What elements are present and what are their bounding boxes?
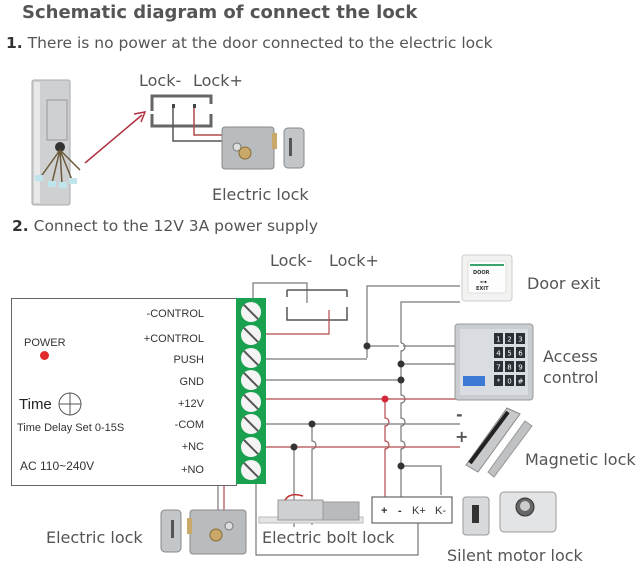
keypad-key-label: 7: [496, 364, 500, 372]
keypad-key: [494, 347, 503, 358]
screw-terminal-icon[interactable]: [241, 460, 261, 480]
keypad-key-label: 9: [518, 364, 522, 372]
step-2-text: Connect to the 12V 3A power supply: [33, 217, 319, 235]
key-icon: ⊶: [480, 278, 487, 286]
keypad-key-label: 6: [518, 350, 523, 358]
keypad-key: [516, 333, 525, 344]
keypad-key-label: 8: [507, 364, 511, 372]
magnetic-lock-label: Magnetic lock: [525, 450, 636, 469]
keypad-key: [516, 361, 525, 372]
motor-terminal-plus: +: [381, 505, 388, 517]
keypad-key: [505, 333, 514, 344]
terminal-label-12v: +12V: [178, 398, 204, 410]
page-title: Schematic diagram of connect the lock: [22, 2, 418, 23]
arrow-icon: [84, 111, 147, 164]
step-2-heading: 2. Connect to the 12V 3A power supply: [12, 217, 318, 235]
keypad-key-label: #: [518, 378, 524, 386]
time-delay-label: Time Delay Set 0-15S: [17, 422, 125, 434]
terminal-label-nc: +NC: [181, 441, 204, 453]
screw-terminal-icon[interactable]: [241, 414, 261, 434]
keypad-key: [494, 361, 503, 372]
silent-motor-lock-image: [462, 491, 557, 536]
keypad-key: [505, 347, 514, 358]
keypad-key: [494, 375, 503, 386]
lock-plus-label-1: Lock+: [193, 71, 243, 90]
controller-box: [11, 298, 237, 486]
terminal-label-control-plus: +CONTROL: [143, 333, 204, 345]
motor-terminal-minus: -: [398, 505, 402, 517]
step-2-number: 2.: [12, 217, 29, 235]
time-dial-icon[interactable]: [57, 391, 83, 417]
silent-motor-lock-label: Silent motor lock: [447, 546, 583, 565]
door-exit-button-text-2: EXIT: [476, 286, 489, 292]
lock-minus-label-1: Lock-: [139, 71, 182, 90]
motor-terminal-k-plus: K+: [412, 505, 426, 517]
junction-dots: [290, 342, 405, 470]
step-1-text: There is no power at the door connected …: [27, 34, 493, 52]
terminal-label-push: PUSH: [173, 354, 204, 366]
time-label: Time: [19, 396, 52, 413]
door-exit-label: Door exit: [527, 274, 601, 293]
keypad-key-label: 1: [496, 336, 500, 344]
keypad-key-label: 3: [518, 336, 522, 344]
lock-connector-1: [150, 94, 222, 142]
door-exit-button-image: [461, 254, 513, 302]
terminal-label-control-minus: -CONTROL: [146, 308, 204, 320]
keypad-key: [516, 375, 525, 386]
motor-terminal-k-minus: K-: [435, 505, 446, 517]
screw-terminal-icon[interactable]: [241, 392, 261, 412]
screw-terminal-icon[interactable]: [241, 325, 261, 345]
terminal-label-com: -COM: [174, 419, 204, 431]
step-1-number: 1.: [6, 34, 23, 52]
electric-bolt-lock-label: Electric bolt lock: [262, 528, 395, 547]
terminal-block: [236, 298, 266, 484]
keypad-key-label: 0: [507, 378, 511, 386]
step-1-heading: 1. There is no power at the door connect…: [6, 34, 493, 52]
door-panel-device: [31, 79, 81, 206]
magnetic-lock-image: [465, 407, 533, 478]
keypad-key: [505, 375, 514, 386]
terminal-label-no: +NO: [181, 464, 204, 476]
keypad-key-label: *: [497, 378, 501, 386]
lock-plus-label-2: Lock+: [329, 251, 379, 270]
electric-bolt-lock-image: [258, 493, 364, 524]
electric-lock-label-1: Electric lock: [212, 185, 309, 204]
power-label: POWER: [24, 337, 66, 349]
keypad-key-label: 2: [507, 336, 511, 344]
keypad-key: [494, 333, 503, 344]
keypad-key: [516, 347, 525, 358]
screw-terminal-icon[interactable]: [241, 370, 261, 390]
magnetic-plus-label: +: [455, 427, 469, 446]
screw-terminal-icon[interactable]: [241, 437, 261, 457]
door-exit-button-text-1: DOOR: [473, 270, 490, 276]
access-control-label-2: control: [543, 368, 599, 387]
ac-voltage-label: AC 110~240V: [20, 459, 95, 473]
electric-lock-image-1: [221, 126, 305, 170]
screw-terminal-icon[interactable]: [241, 348, 261, 368]
electric-lock-image-2: [160, 509, 247, 555]
keypad-key-label: 5: [507, 350, 511, 358]
terminal-label-gnd: GND: [179, 376, 204, 388]
magnetic-minus-label: -: [456, 405, 463, 424]
keypad-key: [505, 361, 514, 372]
power-led-icon: [40, 351, 49, 360]
screw-terminal-icon[interactable]: [241, 302, 261, 322]
electric-lock-label-2: Electric lock: [46, 528, 143, 547]
access-control-label-1: Access: [543, 347, 598, 366]
lock-minus-label-2: Lock-: [270, 251, 313, 270]
keypad-key-label: 4: [496, 350, 501, 358]
motor-terminal-box: [371, 496, 453, 524]
